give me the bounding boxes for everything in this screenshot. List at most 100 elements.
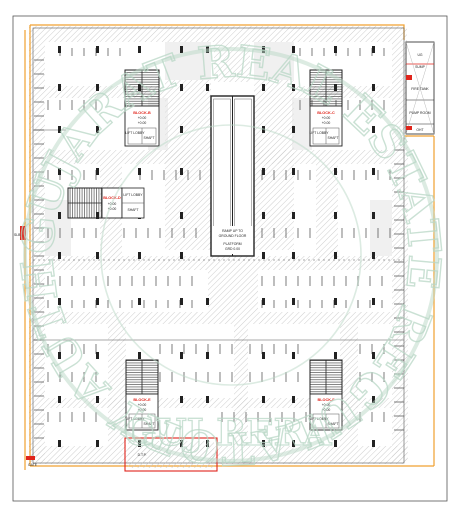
- structural-column: [138, 46, 141, 53]
- structural-column: [58, 84, 61, 91]
- block-b-shaft: SHAFT: [143, 136, 154, 140]
- block-b-level-1: +0.00: [138, 116, 147, 120]
- block-e-level-2: +0.00: [138, 408, 147, 412]
- structural-column: [180, 298, 183, 305]
- structural-column: [180, 252, 183, 259]
- structural-column: [262, 440, 265, 447]
- structural-column: [292, 84, 295, 91]
- structural-column: [334, 352, 337, 359]
- structural-column: [180, 126, 183, 133]
- core-block-d: BLOCK-D +0.00 +0.00 LIFT LOBBY SHAFT: [67, 187, 145, 219]
- block-b-level-2: +0.00: [138, 121, 147, 125]
- structural-column: [96, 352, 99, 359]
- utility-fire-tank: FIRE TANK: [411, 87, 429, 91]
- structural-column: [334, 168, 337, 175]
- structural-column: [292, 252, 295, 259]
- block-d-lobby: LIFT LOBBY: [123, 193, 143, 197]
- structural-column: [372, 352, 375, 359]
- block-f-name: BLOCK-F: [317, 398, 335, 402]
- block-f-shaft: SHAFT: [327, 422, 338, 426]
- structural-column: [372, 396, 375, 403]
- structural-column: [58, 396, 61, 403]
- structural-column: [96, 84, 99, 91]
- structural-column: [262, 252, 265, 259]
- structural-column: [58, 298, 61, 305]
- block-f-level-1: +0.00: [322, 403, 331, 407]
- structural-column: [96, 46, 99, 53]
- structural-column: [58, 168, 61, 175]
- structural-column: [262, 46, 265, 53]
- structural-column: [58, 46, 61, 53]
- ramp-label-4: GRD 0.00: [225, 247, 240, 251]
- structural-column: [180, 352, 183, 359]
- block-e-lobby: LIFT LOBBY: [125, 417, 145, 421]
- structural-column: [180, 212, 183, 219]
- structural-column: [334, 440, 337, 447]
- utility-sump: SUMP: [415, 65, 426, 69]
- structural-column: [292, 212, 295, 219]
- structural-column: [262, 396, 265, 403]
- structural-column: [372, 126, 375, 133]
- structural-column: [262, 168, 265, 175]
- block-b-name: BLOCK-B: [133, 111, 151, 115]
- structural-column: [292, 352, 295, 359]
- structural-column: [334, 298, 337, 305]
- block-d-shaft: SHAFT: [127, 208, 138, 212]
- structural-column: [58, 440, 61, 447]
- block-e-name: BLOCK-E: [133, 398, 151, 402]
- block-c-name: BLOCK-C: [317, 111, 335, 115]
- structural-column: [292, 396, 295, 403]
- block-b-lobby: LIFT LOBBY: [125, 131, 145, 135]
- block-e-shaft: SHAFT: [143, 422, 154, 426]
- structural-column: [206, 84, 209, 91]
- structural-column: [58, 352, 61, 359]
- structural-column: [180, 396, 183, 403]
- block-d-level-2: +0.00: [108, 207, 117, 211]
- structural-column: [372, 84, 375, 91]
- structural-column: [58, 252, 61, 259]
- structural-column: [58, 212, 61, 219]
- utility-ug: UG: [417, 53, 422, 57]
- structural-column: [262, 352, 265, 359]
- structural-column: [372, 252, 375, 259]
- ramp-label-1: RAMP UP TO: [222, 229, 243, 233]
- structural-column: [372, 168, 375, 175]
- structural-column: [138, 352, 141, 359]
- floor-slab-shading: [45, 42, 392, 256]
- block-d-name: BLOCK-D: [103, 196, 121, 200]
- structural-column: [206, 298, 209, 305]
- structural-column: [180, 84, 183, 91]
- structural-column: [372, 298, 375, 305]
- structural-column: [334, 252, 337, 259]
- structural-column: [96, 252, 99, 259]
- structural-column: [292, 46, 295, 53]
- gate-mark: GATE: [28, 463, 38, 467]
- structural-column: [372, 212, 375, 219]
- block-c-shaft: SHAFT: [327, 136, 338, 140]
- structural-column: [138, 298, 141, 305]
- structure-outline: [32, 27, 405, 464]
- structural-column: [292, 440, 295, 447]
- structural-column: [96, 168, 99, 175]
- block-c-lobby: LIFT LOBBY: [309, 131, 329, 135]
- dtp-label: D.T.P.: [138, 453, 147, 457]
- core-block-f: BLOCK-F +0.00 +0.00 LIFT LOBBY SHAFT: [309, 359, 343, 431]
- structural-column: [206, 352, 209, 359]
- utility-pump-room: PUMP ROOM: [409, 111, 430, 115]
- dtp-box: D.T.P.: [124, 437, 218, 472]
- structural-column: [138, 252, 141, 259]
- block-c-level-1: +0.00: [322, 116, 331, 120]
- ramp-label-2: GROUND FLOOR: [219, 234, 247, 238]
- structural-column: [262, 298, 265, 305]
- structural-column: [96, 298, 99, 305]
- structural-column: [58, 126, 61, 133]
- structural-column: [180, 168, 183, 175]
- structural-column: [334, 46, 337, 53]
- structural-column: [262, 212, 265, 219]
- utility-room-panel: UG SUMP FIRE TANK PUMP ROOM OHT: [405, 41, 435, 135]
- block-f-level-2: +0.00: [322, 408, 331, 412]
- structural-column: [372, 46, 375, 53]
- core-block-e: BLOCK-E +0.00 +0.00 LIFT LOBBY SHAFT: [125, 359, 159, 431]
- structural-column: [372, 440, 375, 447]
